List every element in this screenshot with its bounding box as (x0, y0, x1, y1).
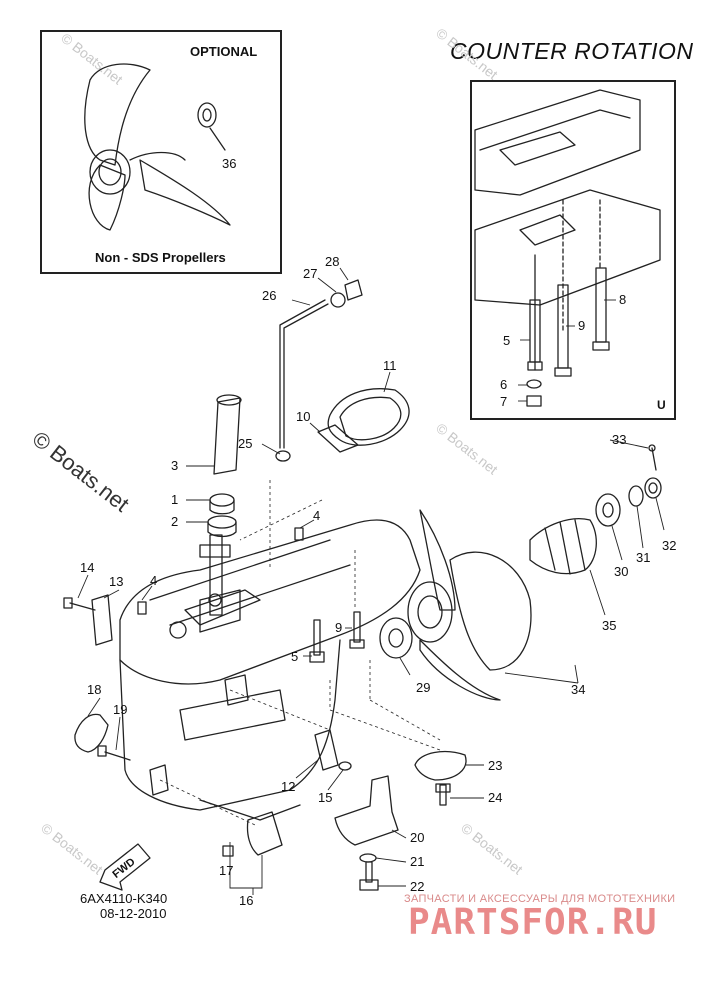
leader-lines (77, 267, 665, 895)
gasket-11-drawing (327, 388, 410, 446)
callout-10: 10 (296, 409, 310, 424)
u-mark: U (657, 398, 666, 412)
anode-18-drawing (74, 713, 109, 753)
callout-28: 28 (325, 254, 339, 269)
callout-22: 22 (410, 879, 424, 894)
callout-21: 21 (410, 854, 424, 869)
callout-9: 9 (578, 318, 585, 333)
washer-36-drawing (197, 102, 226, 151)
faint-watermark: © Boats.net (433, 25, 501, 83)
callout-15: 15 (318, 790, 332, 805)
site-tagline: ЗАПЧАСТИ И АКСЕССУАРЫ ДЛЯ МОТОТЕХНИКИ (404, 893, 676, 905)
washer-31-drawing (628, 485, 644, 507)
bolt-19-drawing (97, 745, 131, 761)
anode-12-drawing (314, 729, 339, 771)
callout-31: 31 (636, 550, 650, 565)
callout-5: 5 (291, 649, 298, 664)
bolt-9-drawing (349, 611, 365, 649)
callout-23: 23 (488, 758, 502, 773)
grommet-1-drawing (209, 493, 235, 515)
water-tube-3-drawing (213, 394, 242, 475)
callout-32: 32 (662, 538, 676, 553)
cotter-pin-33-drawing (648, 444, 657, 471)
callout-14: 14 (80, 560, 94, 575)
fwd-arrow-drawing (99, 843, 151, 891)
counter-rotation-housing-drawing (474, 89, 661, 407)
bolt-5-drawing (309, 619, 325, 663)
cover-23-drawing (414, 751, 467, 781)
cap-28-drawing (344, 279, 363, 301)
sleeve-35-drawing (529, 518, 597, 575)
callout-5: 5 (503, 333, 510, 348)
optional-title: OPTIONAL (190, 44, 258, 59)
callout-3: 3 (171, 458, 178, 473)
callout-4: 4 (150, 573, 157, 588)
callout-11: 11 (383, 358, 397, 373)
callout-9: 9 (335, 620, 342, 635)
pin-4-drawing (137, 527, 304, 615)
callout-36: 36 (222, 156, 236, 171)
water-tube-26-drawing (279, 299, 329, 449)
optional-propeller-drawing (84, 63, 231, 231)
callout-26: 26 (262, 288, 276, 303)
bolt-24-drawing (435, 783, 451, 806)
callout-24: 24 (488, 790, 502, 805)
callout-35: 35 (602, 618, 616, 633)
callout-12: 12 (281, 779, 295, 794)
bolt-22-drawing (359, 861, 379, 891)
thrust-washer-29-drawing (379, 617, 413, 659)
faint-watermark: © Boats.net (458, 820, 526, 878)
callout-17: 17 (219, 863, 233, 878)
faint-watermark: © Boats.net (38, 820, 106, 878)
callout-2: 2 (171, 514, 178, 529)
spacer-30-drawing (595, 493, 621, 527)
callout-20: 20 (410, 830, 424, 845)
propeller-34-drawing (407, 509, 532, 701)
trim-tab-16-drawing (246, 811, 283, 856)
callout-4: 4 (313, 508, 320, 523)
callout-33: 33 (612, 432, 626, 447)
callout-6: 6 (500, 377, 507, 392)
counter-rotation-title: COUNTER ROTATION (450, 38, 694, 64)
site-logo: PARTSFOR.RU (408, 902, 658, 943)
faint-watermark: © Boats.net (58, 30, 126, 88)
callout-7: 7 (500, 394, 507, 409)
callout-30: 30 (614, 564, 628, 579)
callout-1: 1 (171, 492, 178, 507)
bracket-20-drawing (334, 775, 399, 846)
callout-18: 18 (87, 682, 101, 697)
callout-27: 27 (303, 266, 317, 281)
nut-32-drawing (644, 477, 662, 499)
grommet-25-drawing (275, 450, 291, 462)
bolt-14-drawing (63, 597, 96, 611)
callout-8: 8 (619, 292, 626, 307)
faint-watermark: © Boats.net (433, 420, 501, 478)
callout-19: 19 (113, 702, 127, 717)
callout-13: 13 (109, 574, 123, 589)
dashed-assembly-lines (159, 480, 441, 826)
callout-29: 29 (416, 680, 430, 695)
document-code: 6AX4110-K340 (80, 891, 168, 906)
nut-17-drawing (222, 845, 234, 857)
fwd-label: FWD (110, 856, 137, 881)
gearcase-housing-drawing (119, 519, 421, 821)
washer-21-drawing (359, 853, 377, 863)
callout-25: 25 (238, 436, 252, 451)
counter-rotation-inset-frame (470, 80, 676, 420)
callout-16: 16 (239, 893, 253, 908)
nut-15-drawing (338, 761, 352, 771)
seal-2-drawing (207, 515, 237, 538)
grommet-13-drawing (91, 594, 113, 646)
document-date: 08-12-2010 (100, 906, 167, 921)
callout-34: 34 (571, 682, 585, 697)
optional-inset-frame (40, 30, 282, 274)
optional-caption: Non - SDS Propellers (95, 250, 226, 265)
driveshaft-drawing (184, 534, 261, 626)
callout-numbers: 3 1 2 26 27 28 11 10 25 4 4 14 13 18 19 … (80, 156, 676, 908)
grommet-27-drawing (330, 292, 346, 308)
plate-10-drawing (317, 424, 359, 453)
